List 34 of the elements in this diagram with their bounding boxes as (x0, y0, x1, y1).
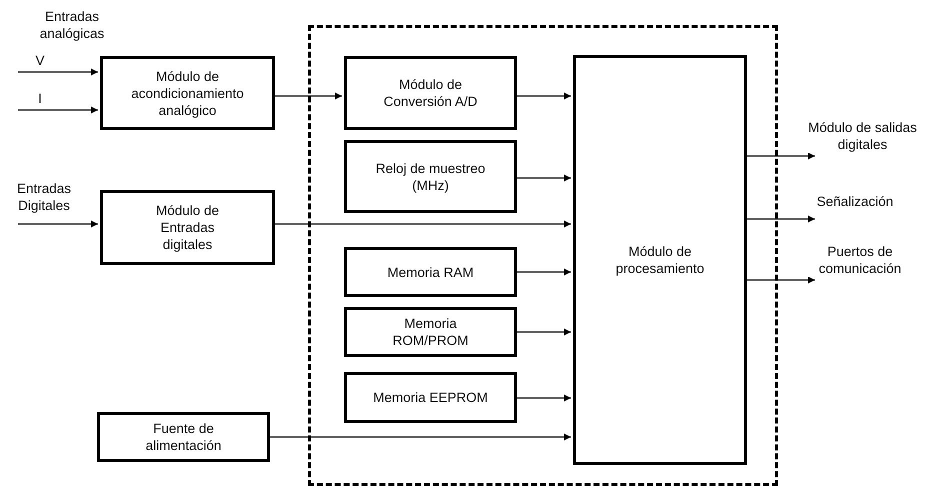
node-label: Módulo de procesamiento (614, 243, 706, 277)
arrow (747, 276, 815, 284)
dashed-boundary-box (308, 25, 778, 486)
module-box (344, 140, 517, 213)
module-box (100, 190, 275, 265)
arrow (747, 216, 815, 222)
arrow (747, 152, 815, 160)
arrow (517, 328, 571, 336)
arrow (18, 68, 98, 76)
node-label: Módulo de Entradas digitales (154, 202, 220, 253)
arrow (270, 434, 571, 440)
arrow (517, 268, 571, 276)
module-box (344, 56, 517, 130)
module-box (100, 56, 275, 130)
node-label: Memoria RAM (387, 264, 474, 280)
arrow (517, 174, 571, 182)
node-label: Memoria EEPROM (373, 389, 488, 406)
node-label: Memoria ROM/PROM (392, 315, 470, 349)
processing-block (573, 55, 747, 465)
node-label: Módulo de Conversión A/D (382, 76, 478, 110)
module-box (344, 307, 517, 357)
arrow (18, 220, 98, 228)
group-label: Entradas analógicas (38, 8, 106, 42)
arrow (517, 92, 571, 100)
module-box (344, 247, 517, 297)
arrow (275, 220, 571, 228)
node-label: Fuente de alimentación (144, 420, 222, 454)
module-box (97, 412, 270, 462)
node-label: Módulo de acondicionamiento analógico (130, 68, 245, 118)
arrow (18, 106, 98, 114)
node-label: Reloj de muestreo (MHz) (374, 160, 486, 194)
arrow (275, 92, 342, 100)
module-box (344, 372, 517, 423)
arrow (517, 394, 571, 402)
